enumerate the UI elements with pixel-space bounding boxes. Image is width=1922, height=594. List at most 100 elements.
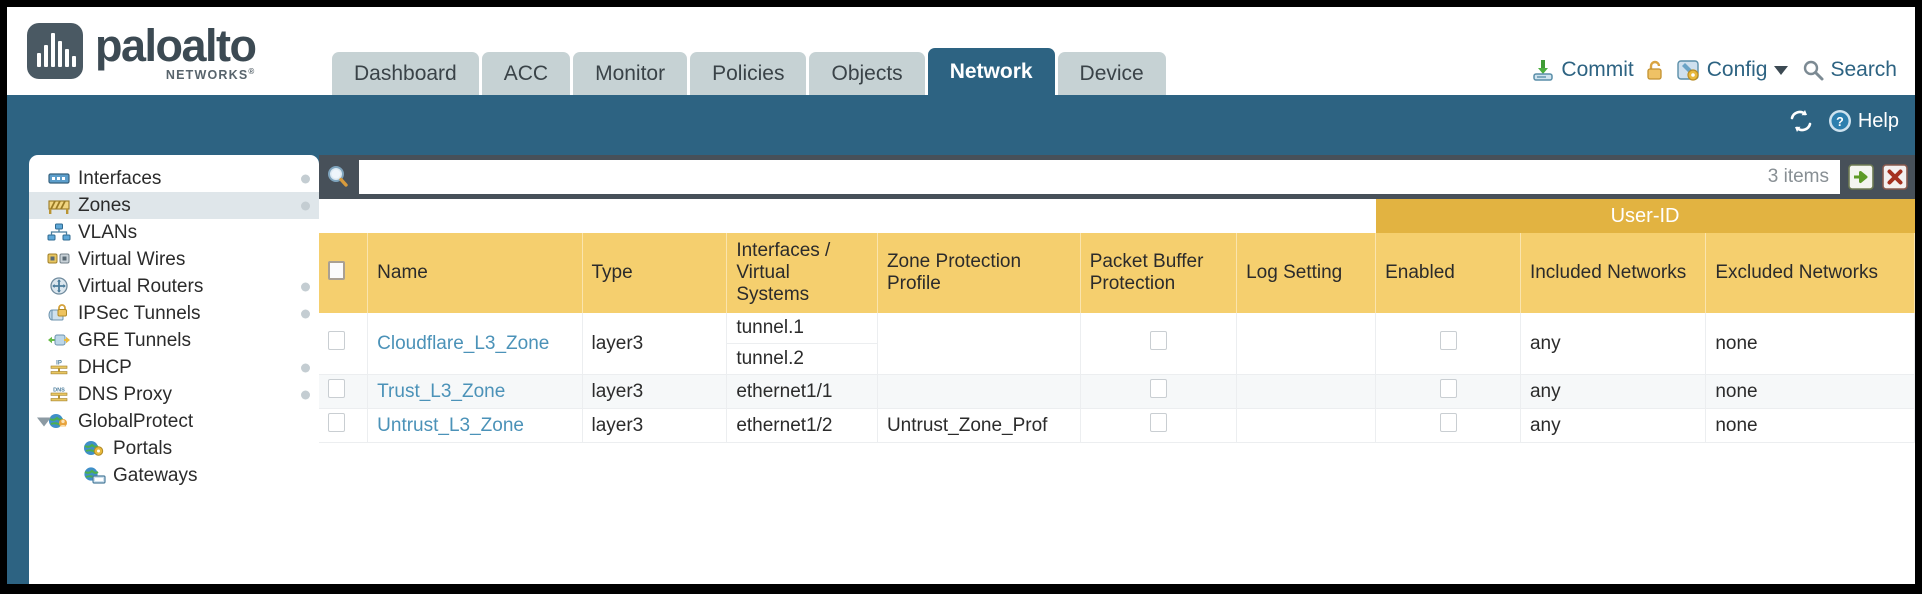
row-checkbox[interactable]	[328, 331, 345, 350]
column-header-log-setting[interactable]: Log Setting	[1236, 233, 1377, 313]
config-label: Config	[1706, 58, 1768, 81]
status-dot-icon	[301, 201, 310, 210]
column-header-packet-buffer-protection[interactable]: Packet Buffer Protection	[1080, 233, 1238, 313]
tab-objects[interactable]: Objects	[809, 52, 925, 95]
config-dropdown[interactable]: Config	[1676, 57, 1789, 83]
column-header-interfaces-virtual-systems[interactable]: Interfaces / Virtual Systems	[726, 233, 878, 313]
help-button[interactable]: ? Help	[1828, 109, 1899, 133]
packet-buffer-protection-checkbox[interactable]	[1149, 413, 1167, 432]
status-dot-icon	[301, 282, 310, 291]
tab-device[interactable]: Device	[1057, 52, 1166, 95]
column-header-type[interactable]: Type	[582, 233, 728, 313]
userid-enabled-checkbox[interactable]	[1439, 379, 1457, 398]
sidebar-item-ipsec-tunnels[interactable]: IPSec Tunnels	[29, 300, 319, 327]
column-header-name[interactable]: Name	[367, 233, 583, 313]
row-checkbox[interactable]	[328, 379, 345, 398]
sidebar-item-virtual-routers[interactable]: Virtual Routers	[29, 273, 319, 300]
tab-monitor[interactable]: Monitor	[573, 52, 688, 95]
refresh-button[interactable]	[1788, 109, 1814, 133]
zone-interfaces-cell: ethernet1/1	[726, 374, 878, 409]
virtual-routers-icon	[46, 277, 71, 297]
included-networks-cell: any	[1520, 408, 1707, 443]
status-dot-icon	[301, 363, 310, 372]
userid-enabled-cell[interactable]	[1375, 408, 1521, 443]
row-select-cell[interactable]	[319, 313, 369, 375]
included-networks-cell: any	[1520, 374, 1707, 409]
zone-interfaces-cell: ethernet1/2	[726, 408, 878, 443]
sidebar-item-label: Interfaces	[78, 167, 162, 189]
packet-buffer-protection-cell[interactable]	[1080, 313, 1238, 375]
column-header-included-networks[interactable]: Included Networks	[1520, 233, 1707, 313]
userid-enabled-cell[interactable]	[1375, 374, 1521, 409]
group-header-row: User-ID	[319, 199, 1915, 233]
sidebar-item-portals[interactable]: Portals	[29, 435, 319, 462]
sidebar-item-globalprotect[interactable]: GlobalProtect	[29, 408, 319, 435]
log-setting-cell	[1236, 408, 1377, 443]
tab-acc[interactable]: ACC	[481, 52, 571, 95]
sidebar-item-label: Virtual Routers	[78, 275, 204, 297]
paloalto-logo-mark-icon	[27, 23, 83, 79]
search-input-wrap[interactable]: 3 items	[359, 160, 1840, 194]
sidebar-item-gateways[interactable]: Gateways	[29, 462, 319, 489]
interface-value: tunnel.1	[727, 313, 877, 344]
sidebar-item-vlans[interactable]: VLANs	[29, 219, 319, 246]
row-select-cell[interactable]	[319, 374, 369, 409]
apply-filter-button[interactable]	[1848, 164, 1874, 190]
group-header-user-id: User-ID	[1375, 199, 1915, 233]
zone-name-cell[interactable]: Untrust_L3_Zone	[367, 408, 583, 443]
zone-name-link[interactable]: Trust_L3_Zone	[377, 380, 506, 402]
lock-button[interactable]	[1643, 58, 1667, 82]
userid-enabled-cell[interactable]	[1375, 313, 1521, 375]
packet-buffer-protection-cell[interactable]	[1080, 408, 1238, 443]
sub-toolbar: ? Help	[7, 95, 1915, 155]
globalprotect-icon	[46, 412, 71, 432]
sidebar-item-label: VLANs	[78, 221, 138, 243]
zone-name-link[interactable]: Cloudflare_L3_Zone	[377, 332, 550, 354]
status-dot-icon	[301, 309, 310, 318]
included-networks-cell: any	[1520, 313, 1707, 375]
select-all-checkbox[interactable]	[328, 260, 345, 280]
row-select-cell[interactable]	[319, 408, 369, 443]
status-dot-icon	[301, 390, 310, 399]
search-filter-icon[interactable]	[325, 164, 351, 190]
search-input[interactable]	[360, 166, 1768, 188]
sidebar-item-zones[interactable]: Zones	[29, 192, 319, 219]
tab-network[interactable]: Network	[927, 48, 1055, 95]
row-checkbox[interactable]	[328, 413, 345, 432]
expander-triangle-icon[interactable]	[37, 417, 51, 426]
chevron-down-icon	[1774, 65, 1789, 75]
excluded-networks-cell: none	[1705, 408, 1915, 443]
column-header-excluded-networks[interactable]: Excluded Networks	[1705, 233, 1915, 313]
zone-name-cell[interactable]: Cloudflare_L3_Zone	[367, 313, 583, 375]
packet-buffer-protection-cell[interactable]	[1080, 374, 1238, 409]
clear-filter-button[interactable]	[1882, 164, 1908, 190]
commit-button[interactable]: Commit	[1530, 57, 1634, 83]
search-button[interactable]: Search	[1801, 58, 1897, 82]
tab-policies[interactable]: Policies	[690, 52, 807, 95]
sidebar-item-gre-tunnels[interactable]: GRE Tunnels	[29, 327, 319, 354]
content-panel: 3 items	[319, 155, 1915, 584]
sidebar-item-virtual-wires[interactable]: Virtual Wires	[29, 246, 319, 273]
search-icon	[1804, 60, 1824, 81]
tab-dashboard[interactable]: Dashboard	[332, 52, 479, 95]
column-header-enabled[interactable]: Enabled	[1375, 233, 1521, 313]
userid-enabled-checkbox[interactable]	[1439, 413, 1457, 432]
packet-buffer-protection-checkbox[interactable]	[1149, 331, 1167, 350]
column-header-zone-protection-profile[interactable]: Zone Protection Profile	[877, 233, 1081, 313]
zone-protection-profile-cell: Untrust_Zone_Prof	[877, 408, 1081, 443]
packet-buffer-protection-checkbox[interactable]	[1149, 379, 1167, 398]
log-setting-cell	[1236, 374, 1377, 409]
zone-name-cell[interactable]: Trust_L3_Zone	[367, 374, 583, 409]
sidebar-item-interfaces[interactable]: Interfaces	[29, 165, 319, 192]
zone-name-link[interactable]: Untrust_L3_Zone	[377, 414, 524, 436]
userid-enabled-checkbox[interactable]	[1439, 331, 1457, 350]
